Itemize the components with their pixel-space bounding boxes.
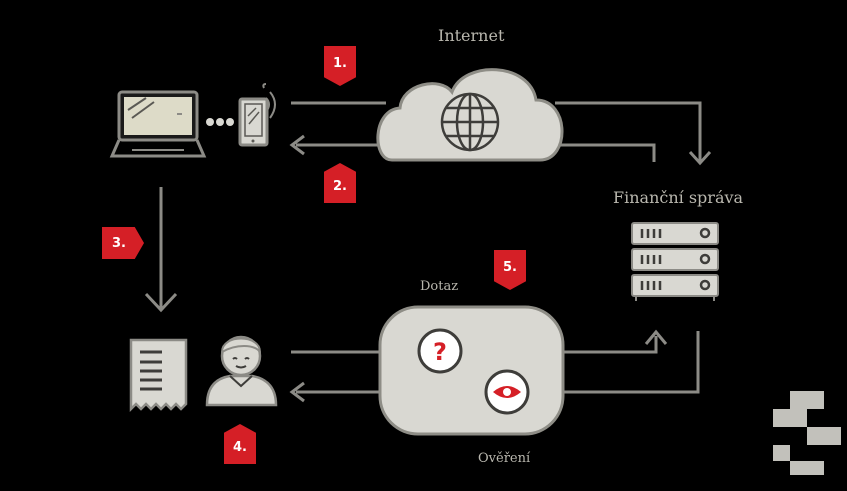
- verification-panel: ?: [378, 305, 565, 436]
- step-2-badge: 2.: [324, 163, 356, 203]
- dotaz-label: Dotaz: [420, 279, 459, 294]
- arrow-to-fs: [555, 101, 702, 162]
- internet-label: Internet: [438, 26, 505, 45]
- step-5-badge: 5.: [494, 250, 526, 290]
- arrow-dotaz: [291, 336, 658, 354]
- overeni-label: Ověření: [478, 451, 531, 466]
- globe-icon: [440, 92, 500, 152]
- eye-icon: [484, 369, 530, 415]
- phone-icon: [238, 97, 269, 147]
- arrowhead-down-step3: [144, 292, 178, 313]
- server-icon: [631, 222, 719, 301]
- step-4-badge: 4.: [224, 424, 256, 464]
- arrowhead-left-bottom: [289, 381, 305, 403]
- receipt-icon: [129, 338, 188, 413]
- svg-text:?: ?: [433, 338, 447, 366]
- person-icon: [205, 335, 278, 407]
- arrowhead-up-fs: [644, 329, 668, 345]
- financni-sprava-label: Finanční správa: [613, 188, 744, 207]
- connection-dots: [206, 118, 234, 126]
- step-3-badge: 3.: [102, 227, 144, 259]
- connectors: [144, 83, 712, 403]
- arrowhead-left-top: [289, 134, 305, 156]
- question-icon: ?: [417, 328, 463, 374]
- arrowhead-down-fs: [688, 150, 712, 166]
- cloud-icon: [376, 68, 564, 162]
- step-1-badge: 1.: [324, 46, 356, 86]
- arrow-overeni: [296, 331, 700, 394]
- logo-icon: [773, 391, 841, 475]
- laptop-icon: [109, 90, 207, 158]
